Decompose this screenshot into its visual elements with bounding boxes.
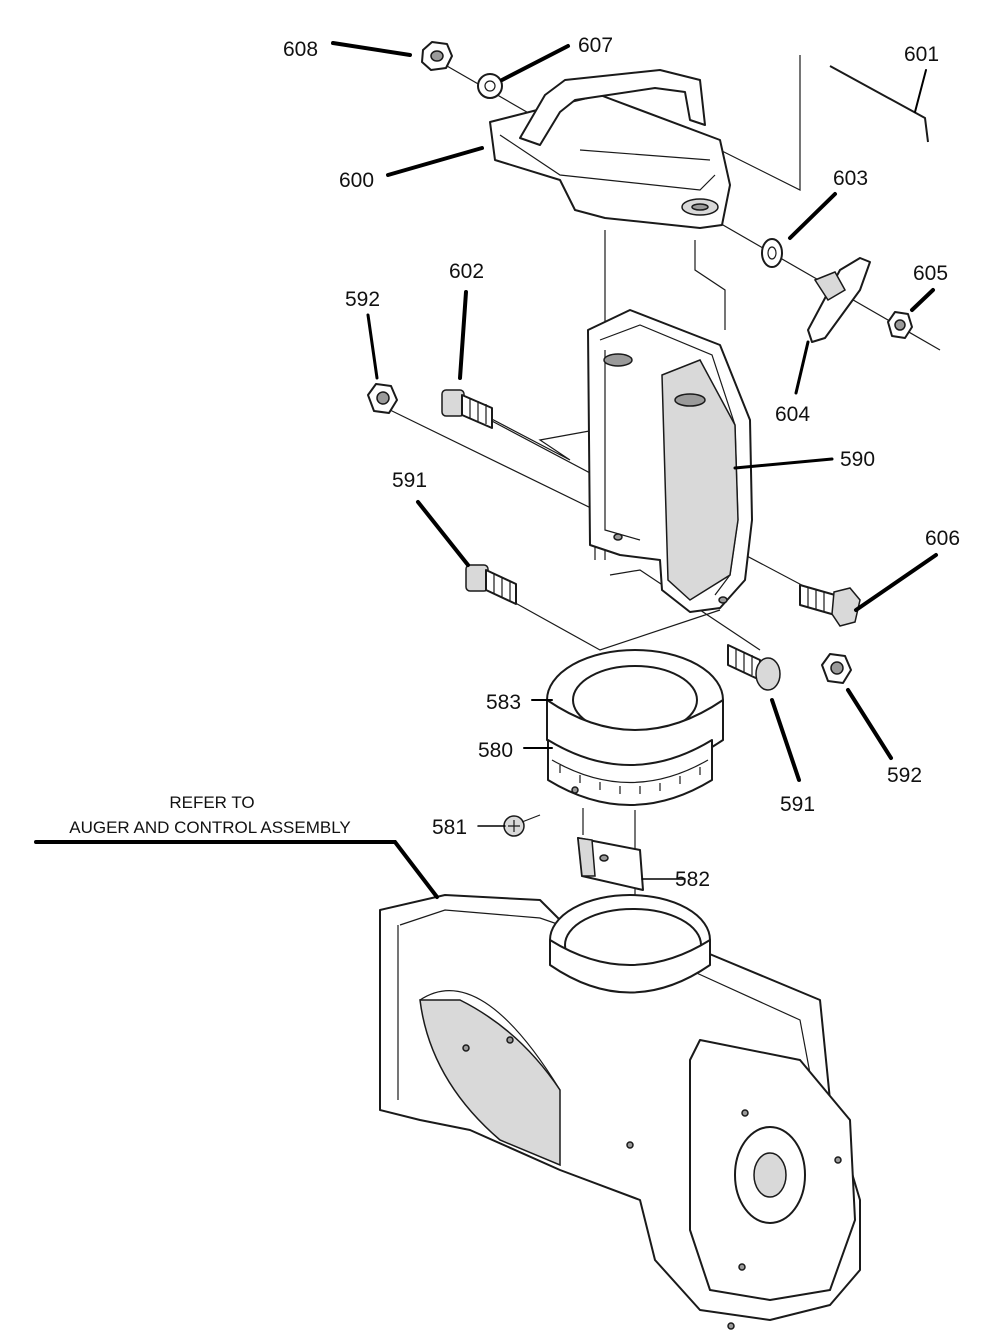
callout-603: 603 <box>833 167 868 190</box>
chute-ring-583 <box>546 649 724 771</box>
upper-chute-590 <box>587 309 753 613</box>
callout-608: 608 <box>283 38 318 61</box>
callout-591-upper: 591 <box>392 469 427 492</box>
callout-582: 582 <box>675 868 710 891</box>
callout-604: 604 <box>775 403 810 426</box>
screw-581 <box>503 814 541 837</box>
nut-592-lower <box>821 653 852 684</box>
reference-note: REFER TO AUGER AND CONTROL ASSEMBLY <box>69 793 351 837</box>
bolt-591-lower <box>727 644 781 691</box>
reference-note-line2: AUGER AND CONTROL ASSEMBLY <box>69 818 351 837</box>
callout-590: 590 <box>840 448 875 471</box>
nut-608 <box>421 41 453 71</box>
washer-607 <box>477 73 503 99</box>
callout-602: 602 <box>449 260 484 283</box>
callout-607: 607 <box>578 34 613 57</box>
chute-base-580 <box>547 739 713 806</box>
leader-lines <box>34 41 938 899</box>
callout-606: 606 <box>925 527 960 550</box>
bolt-602 <box>441 389 493 429</box>
clamp-582 <box>577 837 644 891</box>
washer-603 <box>761 238 783 268</box>
nut-605 <box>887 311 913 339</box>
callout-591-lower: 591 <box>780 793 815 816</box>
callout-583: 583 <box>486 691 521 714</box>
bolt-591-upper <box>465 564 517 605</box>
chute-deflector-600 <box>489 69 731 229</box>
bolt-606 <box>799 584 861 627</box>
callout-592-lower: 592 <box>887 764 922 787</box>
wing-knob-604 <box>807 257 871 343</box>
reference-note-line1: REFER TO <box>169 793 254 812</box>
callout-601: 601 <box>904 43 939 66</box>
nut-592-upper <box>367 383 398 414</box>
callout-580: 580 <box>478 739 513 762</box>
callout-592-upper: 592 <box>345 288 380 311</box>
callout-605: 605 <box>913 262 948 285</box>
pin-601 <box>829 65 929 143</box>
auger-housing <box>379 894 861 1330</box>
callout-581: 581 <box>432 816 467 839</box>
callout-600: 600 <box>339 169 374 192</box>
callout-labels: 608 607 601 600 603 602 592 605 604 590 … <box>283 34 960 891</box>
